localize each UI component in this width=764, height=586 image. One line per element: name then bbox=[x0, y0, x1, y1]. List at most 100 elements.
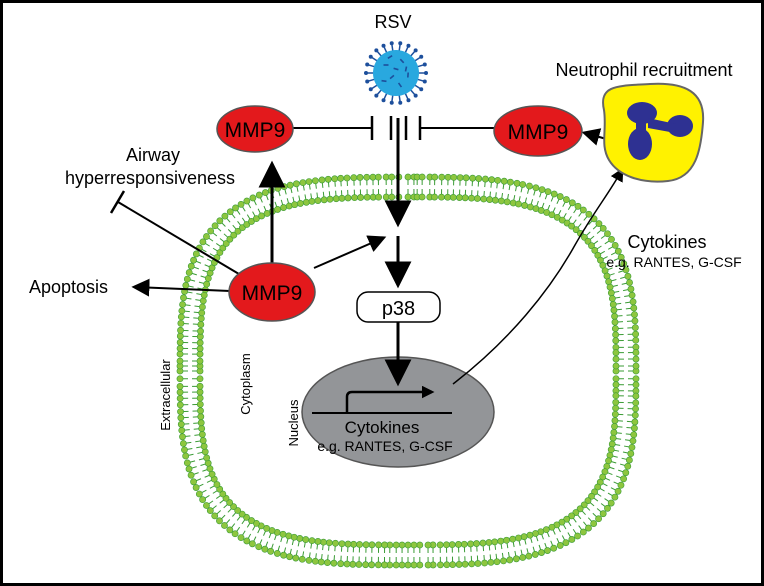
lipid-head bbox=[608, 440, 616, 448]
virus-spike-tip bbox=[381, 43, 386, 48]
lipid-head bbox=[469, 174, 477, 182]
lipid-head bbox=[603, 272, 611, 280]
lipid-head bbox=[211, 512, 219, 520]
lipid-head bbox=[579, 206, 587, 214]
lipid-head bbox=[234, 507, 242, 514]
lipid-head bbox=[181, 446, 188, 454]
lipid-head bbox=[298, 555, 306, 563]
lipid-head bbox=[480, 195, 488, 203]
lipid-head bbox=[198, 425, 206, 432]
cell-membrane bbox=[176, 173, 640, 569]
lipid-head bbox=[350, 174, 358, 182]
lipid-head bbox=[548, 523, 556, 531]
lipid-head bbox=[267, 547, 275, 555]
lipid-head bbox=[588, 492, 595, 500]
lipid-head bbox=[461, 560, 469, 568]
lipid-head bbox=[382, 173, 390, 181]
p38-label: p38 bbox=[382, 298, 415, 320]
lipid-head bbox=[632, 330, 640, 338]
lipid-head bbox=[317, 558, 325, 566]
lipid-head bbox=[532, 184, 540, 192]
lipid-head bbox=[196, 382, 204, 390]
lipid-head bbox=[274, 184, 282, 192]
lipid-head bbox=[280, 551, 287, 559]
lipid-head bbox=[182, 282, 190, 289]
lipid-head bbox=[614, 487, 622, 495]
virus-spike-tip bbox=[398, 100, 403, 105]
lipid-head bbox=[632, 336, 640, 344]
lipid-head bbox=[381, 561, 388, 569]
lipid-head bbox=[199, 437, 207, 444]
lipid-head bbox=[580, 501, 588, 509]
lipid-head bbox=[609, 434, 617, 442]
virus-spike-tip bbox=[368, 54, 373, 59]
lipid-head bbox=[585, 524, 592, 532]
lipid-head bbox=[261, 545, 269, 553]
lipid-head bbox=[475, 175, 483, 182]
airway-label-line1: Airway bbox=[126, 145, 180, 165]
lipid-head bbox=[449, 193, 457, 201]
lipid-head bbox=[608, 295, 616, 302]
lipid-head bbox=[632, 399, 640, 407]
virus-spike-tip bbox=[374, 93, 379, 98]
lipid-head bbox=[197, 327, 204, 335]
lipid-head bbox=[617, 253, 625, 261]
lipid-head bbox=[631, 411, 639, 419]
lipid-head bbox=[473, 540, 480, 547]
lipid-head bbox=[468, 194, 475, 202]
lipid-head bbox=[531, 551, 539, 558]
lipid-head bbox=[198, 431, 206, 438]
lipid-head bbox=[197, 419, 205, 427]
lipid-head bbox=[491, 538, 499, 546]
lipid-head bbox=[431, 193, 438, 201]
lipid-head bbox=[612, 398, 620, 406]
lipid-head bbox=[482, 175, 489, 183]
lipid-head bbox=[519, 554, 527, 561]
lipid-head bbox=[599, 224, 607, 232]
lipid-head bbox=[520, 533, 528, 541]
lipid-head bbox=[491, 196, 499, 204]
lipid-head bbox=[392, 561, 400, 569]
lipid-head bbox=[325, 539, 333, 547]
lipid-head bbox=[512, 555, 520, 563]
lipid-head bbox=[507, 178, 514, 186]
lipid-head bbox=[607, 499, 615, 507]
lipid-head bbox=[231, 530, 239, 538]
lipid-head bbox=[563, 196, 570, 203]
lipid-head bbox=[177, 408, 184, 416]
lipid-head bbox=[544, 547, 551, 554]
lipid-head bbox=[629, 437, 637, 445]
lipid-head bbox=[296, 200, 304, 207]
lipid-head bbox=[590, 520, 598, 527]
lipid-head bbox=[311, 177, 319, 185]
lipid-head bbox=[624, 272, 632, 280]
lipid-head bbox=[444, 193, 452, 201]
lipid-head bbox=[221, 212, 229, 220]
lipid-head bbox=[456, 194, 463, 201]
mmp9-center-label: MMP9 bbox=[242, 282, 303, 305]
lipid-head bbox=[574, 202, 582, 210]
lipid-head bbox=[249, 194, 257, 202]
lipid-head bbox=[625, 456, 633, 464]
lipid-head bbox=[630, 431, 638, 439]
lipid-head bbox=[576, 505, 584, 513]
lipid-head bbox=[308, 537, 316, 545]
lipid-head bbox=[461, 194, 469, 202]
lipid-head bbox=[237, 200, 245, 208]
lipid-head bbox=[612, 337, 620, 345]
lipid-head bbox=[176, 339, 184, 346]
lipid-head bbox=[248, 517, 255, 524]
lipid-head bbox=[444, 173, 452, 181]
lipid-head bbox=[196, 357, 204, 365]
lipid-head bbox=[305, 178, 313, 186]
lipid-head bbox=[612, 349, 620, 357]
lipid-head bbox=[177, 414, 185, 422]
lipid-head bbox=[368, 561, 376, 569]
lipid-head bbox=[416, 541, 424, 549]
virus-spike-tip bbox=[422, 62, 427, 67]
lipid-head bbox=[219, 244, 227, 252]
lipid-head bbox=[362, 561, 369, 569]
lipid-head bbox=[237, 534, 245, 542]
lipid-head bbox=[197, 321, 205, 328]
lipid-head bbox=[438, 193, 445, 201]
